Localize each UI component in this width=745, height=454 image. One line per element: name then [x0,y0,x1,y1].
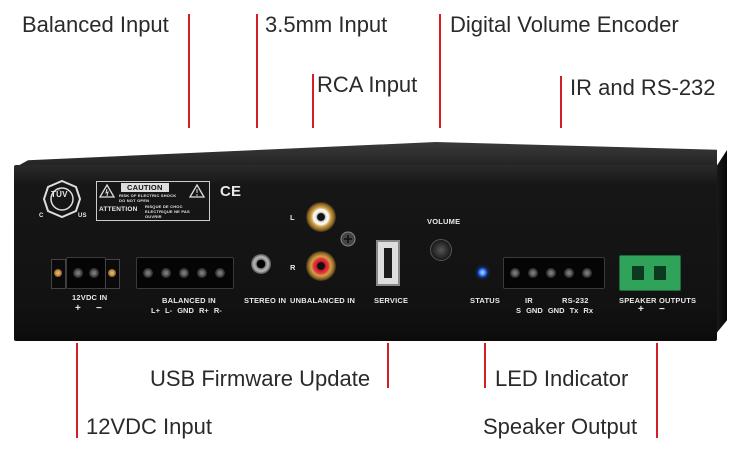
attention-title: ATTENTION [99,206,138,213]
speaker-minus: − [659,304,666,315]
status-label: STATUS [470,296,501,305]
callout-line-volume [439,14,441,128]
rca-left-jack[interactable] [306,202,336,232]
caution-label: CAUTION RISK OF ELECTRIC SHOCK DO NOT OP… [96,181,210,221]
ir-rs232-pins: S GND GND Tx Rx [516,306,594,315]
callout-ir-rs232: IR and RS-232 [570,75,716,100]
callout-line-balanced [188,14,190,128]
callout-line-3-5mm [256,14,258,128]
warning-icon [99,184,115,198]
callout-usb-firmware: USB Firmware Update [150,366,371,391]
callout-rca-input: RCA Input [317,72,418,97]
stereo-jack[interactable] [251,254,271,274]
dc-label: 12VDC IN [72,293,108,302]
ir-rs232-terminal[interactable] [503,257,605,289]
ce-mark: CE [220,183,242,200]
balanced-pins: L+ L- GND R+ R- [151,306,222,315]
rca-l-label: L [290,213,295,222]
rs232-label: RS-232 [562,296,589,305]
ground-screw-icon [340,231,356,247]
dc-minus: − [96,303,103,314]
volume-label: VOLUME [427,217,461,226]
tuv-c-mark: C [39,213,44,219]
usb-port[interactable] [376,240,400,286]
volume-knob[interactable] [430,239,452,261]
callout-speaker-output: Speaker Output [483,414,638,439]
callout-line-12vdc [76,343,78,438]
dc-plus: + [75,303,82,314]
callout-balanced-input: Balanced Input [22,12,169,37]
speaker-plus: + [638,304,645,315]
caution-text: RISK OF ELECTRIC SHOCK DO NOT OPEN [119,193,177,203]
speaker-terminal[interactable] [619,255,681,291]
callout-line-usb [387,343,389,388]
amplifier-rear-panel: TÜV C US CAUTION RISK OF ELECTRIC SHOCK … [14,165,717,341]
caution-title: CAUTION [121,183,169,192]
unbalanced-label: UNBALANCED IN [290,296,356,305]
callout-3-5mm-input: 3.5mm Input [265,12,388,37]
callout-line-ir [560,76,562,128]
service-label: SERVICE [374,296,409,305]
callout-digital-volume: Digital Volume Encoder [450,12,679,37]
dc-mount-left [51,259,66,289]
tuv-text: TÜV [51,190,68,199]
callout-line-speaker [656,343,658,438]
attention-text: RISQUE DE CHOC ELECTRIQUE NE PAS OUVRIR [145,204,190,219]
callout-line-rca [312,74,314,128]
warning-icon [189,184,205,198]
callout-line-led [484,343,486,388]
device-side [715,150,727,335]
dc-terminal[interactable] [66,257,106,289]
ir-label: IR [525,296,533,305]
tuv-seal-icon [42,179,82,219]
callout-led-indicator: LED Indicator [495,366,629,391]
speaker-label: SPEAKER OUTPUTS [619,296,697,305]
callout-12vdc-input: 12VDC Input [86,414,212,439]
balanced-terminal[interactable] [136,257,234,289]
balanced-label: BALANCED IN [162,296,216,305]
rca-r-label: R [290,263,296,272]
status-led [478,268,487,277]
stereo-label: STEREO IN [244,296,287,305]
dc-mount-right [105,259,120,289]
rca-right-jack[interactable] [306,251,336,281]
tuv-us-mark: US [78,213,87,219]
